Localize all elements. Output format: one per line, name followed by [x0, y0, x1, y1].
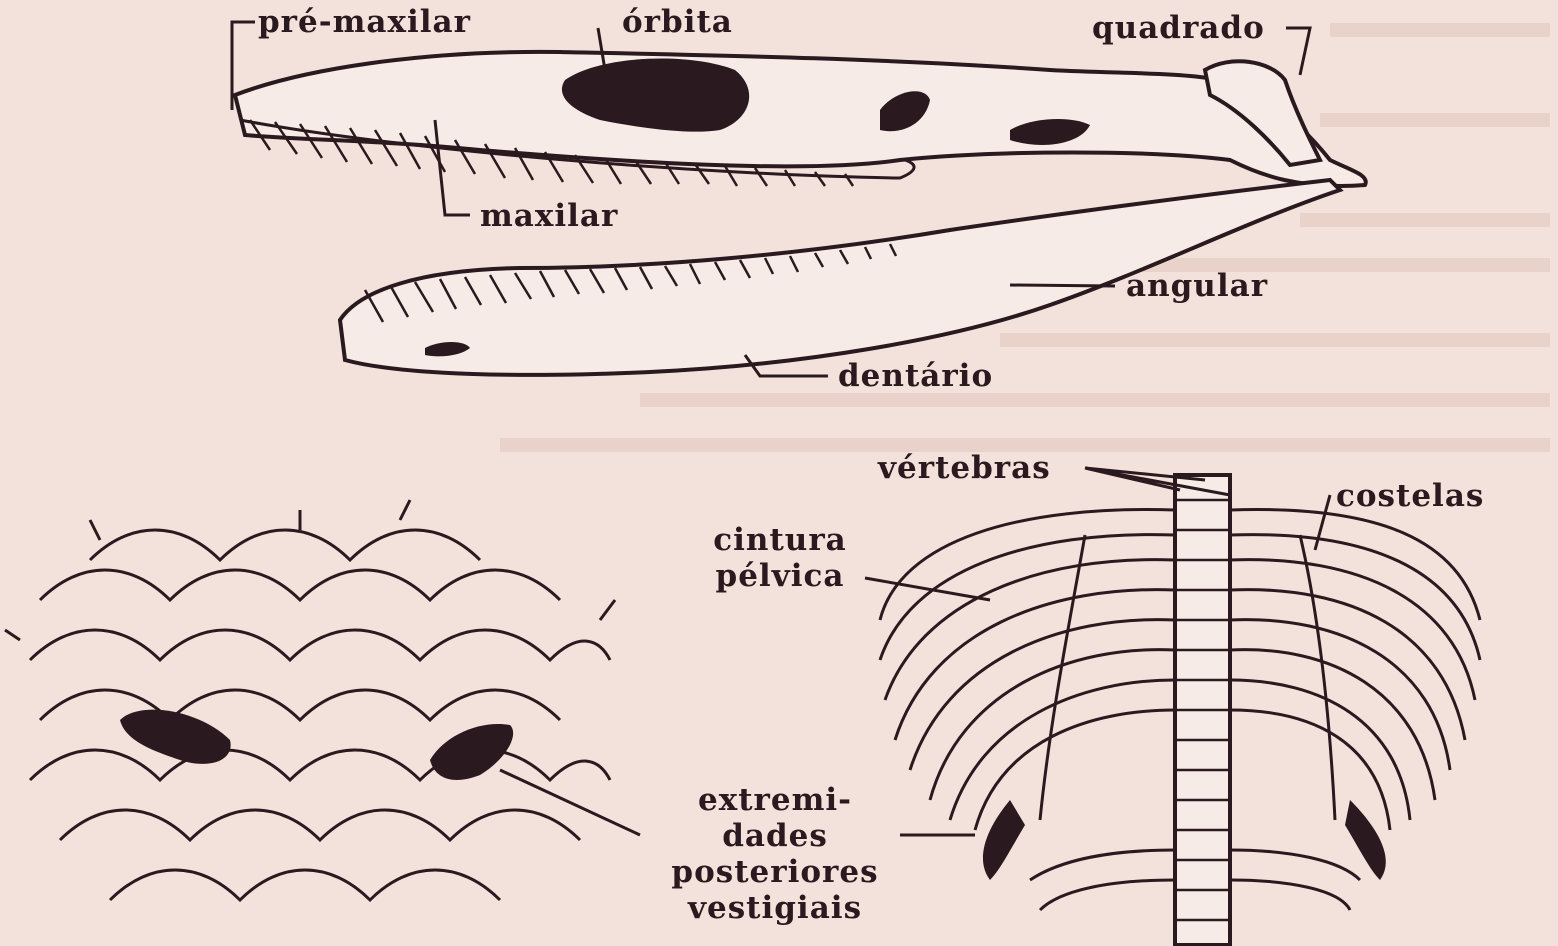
leader-cintura: [865, 578, 990, 600]
leader-quadrado: [1286, 28, 1310, 75]
label-dentario: dentário: [838, 358, 993, 394]
label-extremidades-line1: extremi-: [645, 782, 905, 818]
label-vertebras: vértebras: [878, 450, 1051, 486]
label-maxilar: maxilar: [480, 198, 618, 234]
label-extremidades-line3: posteriores: [645, 854, 905, 890]
label-orbita: órbita: [622, 4, 733, 40]
leader-costelas: [1315, 495, 1330, 550]
label-extremidades-line4: vestigiais: [645, 890, 905, 926]
label-cintura-line1: cintura: [690, 522, 870, 558]
scales-patch: [5, 500, 615, 900]
snake-skull: [235, 52, 1366, 375]
leader-angular: [1010, 285, 1115, 286]
ribs-left: [880, 510, 1175, 910]
upper-skull: [235, 52, 1366, 186]
label-cintura-line2: pélvica: [690, 558, 870, 594]
label-pre-maxilar: pré-maxilar: [258, 4, 471, 40]
vertebral-column: [1175, 475, 1230, 945]
label-costelas: costelas: [1336, 478, 1484, 514]
label-cintura-pelvica: cintura pélvica: [690, 522, 870, 594]
label-extremidades: extremi- dades posteriores vestigiais: [645, 782, 905, 926]
label-extremidades-line2: dades: [645, 818, 905, 854]
ribs-right: [1230, 510, 1480, 910]
label-quadrado: quadrado: [1092, 10, 1265, 46]
vestigial-spur-left: [120, 710, 231, 764]
label-angular: angular: [1126, 268, 1268, 304]
